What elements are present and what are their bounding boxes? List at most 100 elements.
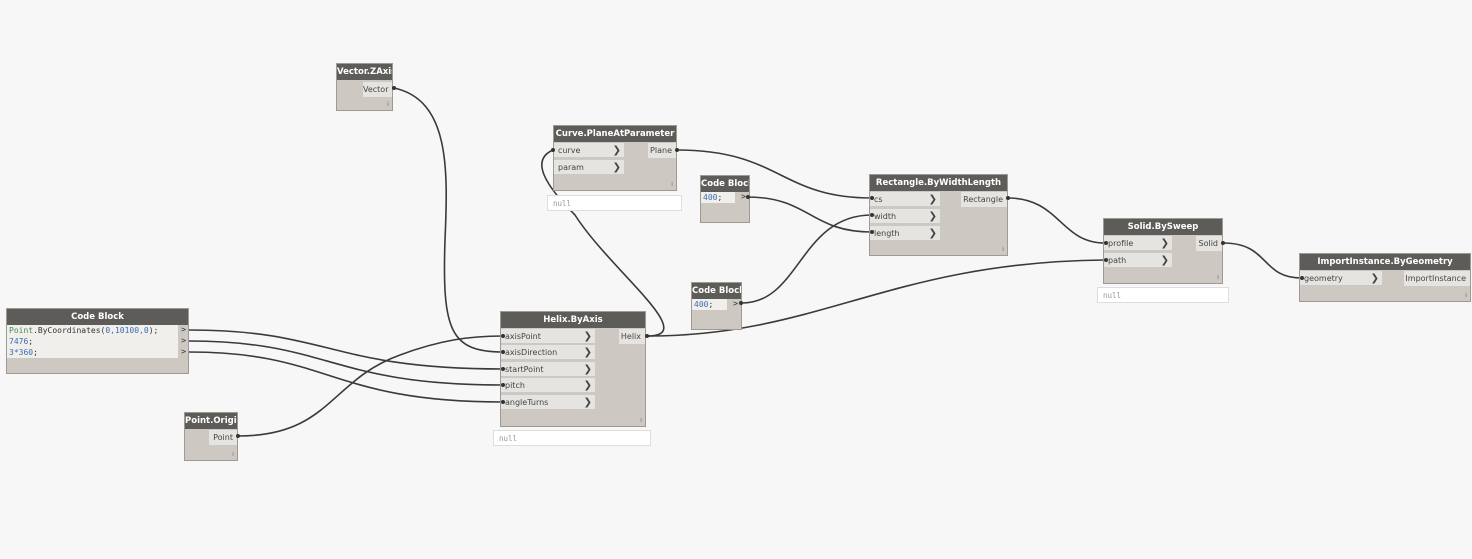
wire-vector-to-axisdirection: [393, 87, 504, 353]
input-port-width[interactable]: width❯: [870, 209, 940, 224]
node-rectangle-bywidthlength[interactable]: Rectangle.ByWidthLength cs❯ width❯ lengt…: [869, 174, 1008, 256]
port-label: param: [558, 163, 584, 172]
input-connector-dot[interactable]: [870, 213, 874, 217]
preview-bubble-solid[interactable]: null: [1097, 287, 1229, 303]
input-port-startpoint[interactable]: startPoint❯: [501, 362, 595, 377]
node-vector-zaxis[interactable]: Vector.ZAxis Vector ⁞: [336, 63, 393, 111]
output-connector-dot[interactable]: [236, 434, 240, 438]
output-port-line-1[interactable]: >: [741, 192, 746, 201]
preview-bubble-helix[interactable]: null: [493, 430, 651, 446]
code-editor[interactable]: 400;: [701, 192, 735, 203]
output-connector-dot[interactable]: [1221, 241, 1225, 245]
chevron-right-icon: ❯: [612, 162, 621, 173]
node-title: ImportInstance.ByGeometry: [1300, 254, 1470, 270]
output-port-line-1[interactable]: >: [181, 325, 186, 334]
code-token: );: [148, 326, 159, 335]
node-title: Point.Origin: [185, 413, 237, 429]
node-solid-bysweep[interactable]: Solid.BySweep profile❯ path❯ Solid ⁞: [1103, 218, 1223, 284]
input-connector-dot[interactable]: [501, 383, 505, 387]
output-connector-dot[interactable]: [1006, 196, 1010, 200]
input-connector-dot[interactable]: [1104, 258, 1108, 262]
port-label: geometry: [1304, 274, 1343, 283]
output-port-vector[interactable]: Vector: [363, 82, 392, 97]
input-port-path[interactable]: path❯: [1104, 253, 1172, 268]
preview-bubble-plane[interactable]: null: [547, 195, 682, 211]
input-connector-dot[interactable]: [551, 148, 555, 152]
input-port-curve[interactable]: curve❯: [554, 143, 624, 158]
input-connector-dot[interactable]: [501, 334, 505, 338]
node-curve-planeatparameter[interactable]: Curve.PlaneAtParameter curve❯ param ❯ Pla…: [553, 125, 677, 191]
code-token: ;: [708, 300, 714, 309]
node-code-block-400-upper[interactable]: Code Block 400; >: [700, 175, 750, 223]
output-port-line-3[interactable]: >: [181, 347, 186, 356]
wire-code-to-pitch: [188, 340, 504, 386]
input-connector-dot[interactable]: [501, 350, 505, 354]
resize-grip-icon[interactable]: ⁞: [671, 181, 673, 188]
chevron-right-icon: ❯: [928, 194, 937, 205]
output-port-line-1[interactable]: >: [733, 299, 738, 308]
code-editor[interactable]: Point.ByCoordinates(0,10100,0); 7476; 3*…: [7, 325, 178, 358]
wire-code400a-to-length: [746, 196, 873, 233]
code-token: ;: [717, 193, 723, 202]
output-port-importinstance[interactable]: ImportInstance: [1404, 271, 1470, 286]
output-port-line-2[interactable]: >: [181, 336, 186, 345]
input-port-angleturns[interactable]: angleTurns ❯: [501, 395, 595, 410]
output-connector-dot[interactable]: [392, 86, 396, 90]
input-connector-dot[interactable]: [870, 230, 874, 234]
output-connector-dot[interactable]: [675, 148, 679, 152]
input-port-profile[interactable]: profile❯: [1104, 236, 1172, 251]
resize-grip-icon[interactable]: ⁞: [1465, 292, 1467, 299]
input-connector-dot[interactable]: [501, 400, 505, 404]
input-port-geometry[interactable]: geometry ❯: [1300, 271, 1382, 286]
code-line-1: 400;: [701, 192, 735, 203]
chevron-right-icon: ❯: [928, 211, 937, 222]
code-token: 400: [694, 300, 709, 309]
output-port-helix[interactable]: Helix: [619, 329, 645, 344]
resize-grip-icon[interactable]: ⁞: [1002, 246, 1004, 253]
resize-grip-icon[interactable]: ⁞: [1217, 274, 1219, 281]
input-connector-dot[interactable]: [1104, 241, 1108, 245]
input-connector-dot[interactable]: [1300, 276, 1304, 280]
code-token: 3*360: [9, 348, 34, 357]
chevron-right-icon: ❯: [583, 397, 592, 408]
node-title: Curve.PlaneAtParameter: [554, 126, 676, 142]
input-port-axisdirection[interactable]: axisDirection❯: [501, 345, 595, 360]
port-label: angleTurns: [505, 398, 549, 407]
resize-grip-icon[interactable]: ⁞: [232, 451, 234, 458]
code-editor[interactable]: 400;: [692, 299, 727, 310]
node-code-block-coordinates[interactable]: Code Block Point.ByCoordinates(0,10100,0…: [6, 308, 189, 374]
node-title: Code Block: [692, 283, 741, 299]
chevron-right-icon: ❯: [1370, 273, 1379, 284]
code-line-3: 3*360;: [7, 347, 178, 358]
output-port-plane[interactable]: Plane: [648, 143, 676, 158]
node-helix-byaxis[interactable]: Helix.ByAxis axisPoint❯ axisDirection❯ s…: [500, 311, 646, 427]
output-connector-dot[interactable]: [746, 195, 750, 199]
output-port-point[interactable]: Point: [209, 430, 237, 445]
code-token: Point: [9, 326, 34, 335]
input-port-length[interactable]: length❯: [870, 226, 940, 241]
input-connector-dot[interactable]: [501, 367, 505, 371]
port-label: axisDirection: [505, 348, 558, 357]
input-port-pitch[interactable]: pitch❯: [501, 378, 595, 393]
node-code-block-400-lower[interactable]: Code Block 400; >: [691, 282, 742, 330]
port-label: profile: [1108, 239, 1134, 248]
resize-grip-icon[interactable]: ⁞: [387, 101, 389, 108]
output-connector-dot[interactable]: [645, 334, 649, 338]
output-connector-dot[interactable]: [739, 301, 743, 305]
input-port-axispoint[interactable]: axisPoint❯: [501, 329, 595, 344]
output-port-solid[interactable]: Solid: [1196, 236, 1222, 251]
node-point-origin[interactable]: Point.Origin Point ⁞: [184, 412, 238, 461]
input-port-param[interactable]: param ❯: [554, 160, 624, 175]
chevron-right-icon: ❯: [1160, 255, 1169, 266]
node-title: Rectangle.ByWidthLength: [870, 175, 1007, 191]
port-label: curve: [558, 146, 581, 155]
code-line-1: Point.ByCoordinates(0,10100,0);: [7, 325, 178, 336]
chevron-right-icon: ❯: [583, 364, 592, 375]
resize-grip-icon[interactable]: ⁞: [640, 417, 642, 424]
input-port-cs[interactable]: cs❯: [870, 192, 940, 207]
code-line-1: 400;: [692, 299, 727, 310]
input-connector-dot[interactable]: [870, 196, 874, 200]
node-importinstance-bygeometry[interactable]: ImportInstance.ByGeometry geometry ❯ Impo…: [1299, 253, 1471, 302]
output-port-rectangle[interactable]: Rectangle: [961, 192, 1007, 207]
